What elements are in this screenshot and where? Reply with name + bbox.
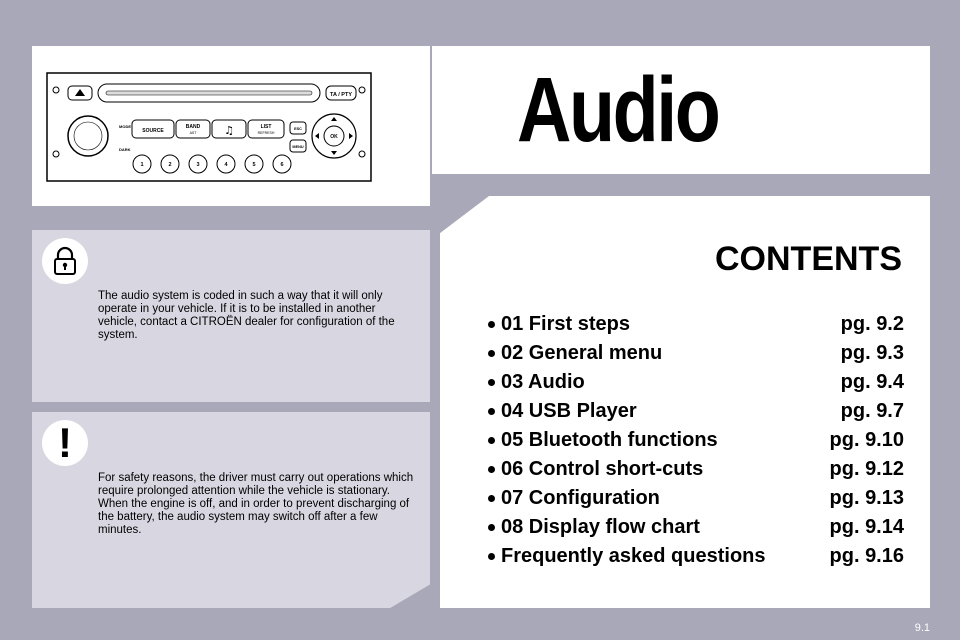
toc-item-label: 05 Bluetooth functions [501, 429, 718, 451]
safety-note-panel: ! For safety reasons, the driver must ca… [32, 412, 430, 608]
coding-note-text: The audio system is coded in such a way … [98, 290, 395, 341]
dark-button-label[interactable]: DARK [119, 147, 131, 152]
toc-item-label: 06 Control short-cuts [501, 458, 704, 480]
toc-item-page: pg. 9.16 [829, 545, 904, 567]
toc-item-left: Frequently asked questions [488, 545, 766, 568]
toc-item[interactable]: 02 General menu pg. 9.3 [488, 339, 904, 368]
table-of-contents: 01 First steps pg. 9.2 02 General menu pg. … [488, 310, 904, 571]
radio-illustration: TA / PTY MODE DARK SOURCE BAND AST ♫ LIS… [46, 72, 372, 182]
esc-button-label[interactable]: ESC [294, 127, 302, 131]
toc-item-label: 08 Display flow chart [501, 516, 700, 538]
bullet-icon [488, 321, 495, 328]
toc-item[interactable]: 01 First steps pg. 9.2 [488, 310, 904, 339]
list-button-label[interactable]: LIST [261, 124, 272, 130]
title-panel: Audio system [432, 46, 930, 281]
toc-item-page: pg. 9.2 [840, 313, 904, 335]
preset-4[interactable]: 4 [224, 162, 228, 168]
toc-item-left: 01 First steps [488, 313, 630, 336]
toc-item[interactable]: 06 Control short-cuts pg. 9.12 [488, 455, 904, 484]
toc-item-left: 08 Display flow chart [488, 516, 700, 539]
warning-glyph: ! [58, 419, 72, 466]
toc-item[interactable]: 03 Audio pg. 9.4 [488, 368, 904, 397]
toc-item-left: 02 General menu [488, 342, 662, 365]
bullet-icon [488, 379, 495, 386]
preset-2[interactable]: 2 [168, 162, 171, 168]
toc-item[interactable]: 07 Configuration pg. 9.13 [488, 484, 904, 513]
contents-heading: CONTENTS [715, 240, 902, 278]
music-note-icon[interactable]: ♫ [224, 124, 234, 137]
preset-6[interactable]: 6 [280, 162, 283, 168]
mode-button-label[interactable]: MODE [119, 124, 131, 129]
bullet-icon [488, 495, 495, 502]
toc-item-left: 03 Audio [488, 371, 585, 394]
bullet-icon [488, 437, 495, 444]
toc-item-page: pg. 9.10 [829, 429, 904, 451]
safety-note-text: For safety reasons, the driver must carr… [98, 472, 414, 536]
toc-item-label: 03 Audio [501, 371, 585, 393]
toc-item-left: 04 USB Player [488, 400, 637, 423]
ta-pty-button-label[interactable]: TA / PTY [330, 92, 352, 98]
contents-panel: CONTENTS 01 First steps pg. 9.2 02 General… [440, 196, 930, 608]
preset-buttons[interactable]: 1 2 3 4 5 6 [132, 154, 292, 174]
toc-item[interactable]: 08 Display flow chart pg. 9.14 [488, 513, 904, 542]
toc-item-page: pg. 9.13 [829, 487, 904, 509]
toc-item-label: 01 First steps [501, 313, 630, 335]
bullet-icon [488, 466, 495, 473]
page-number: 9.1 [914, 622, 930, 634]
preset-1[interactable]: 1 [140, 162, 143, 168]
toc-item[interactable]: Frequently asked questions pg. 9.16 [488, 542, 904, 571]
radio-illustration-panel: TA / PTY MODE DARK SOURCE BAND AST ♫ LIS… [32, 46, 430, 206]
toc-item-page: pg. 9.14 [829, 516, 904, 538]
toc-item-label: 04 USB Player [501, 400, 637, 422]
band-button-label[interactable]: BAND [186, 124, 201, 130]
bullet-icon [488, 524, 495, 531]
toc-item-page: pg. 9.3 [840, 342, 904, 364]
toc-item-left: 07 Configuration [488, 487, 660, 510]
toc-item-left: 06 Control short-cuts [488, 458, 703, 481]
list-button-sublabel: REFRESH [258, 131, 275, 135]
toc-item-page: pg. 9.12 [829, 458, 904, 480]
band-button-sublabel: AST [190, 131, 198, 135]
lock-icon [42, 238, 88, 284]
ok-button-label[interactable]: OK [330, 134, 338, 140]
toc-item-left: 05 Bluetooth functions [488, 429, 718, 452]
toc-item-label: 07 Configuration [501, 487, 660, 509]
bullet-icon [488, 350, 495, 357]
coding-note-panel: The audio system is coded in such a way … [32, 230, 430, 402]
toc-item[interactable]: 05 Bluetooth functions pg. 9.10 [488, 426, 904, 455]
toc-item-page: pg. 9.4 [840, 371, 904, 393]
bullet-icon [488, 408, 495, 415]
preset-3[interactable]: 3 [196, 162, 199, 168]
bullet-icon [488, 553, 495, 560]
source-button-label[interactable]: SOURCE [142, 128, 164, 134]
menu-button-label[interactable]: MENU [292, 145, 303, 149]
warning-icon: ! [42, 420, 88, 466]
toc-item-label: Frequently asked questions [501, 545, 766, 567]
toc-item-page: pg. 9.7 [840, 400, 904, 422]
preset-5[interactable]: 5 [252, 162, 255, 168]
toc-item[interactable]: 04 USB Player pg. 9.7 [488, 397, 904, 426]
toc-item-label: 02 General menu [501, 342, 663, 364]
